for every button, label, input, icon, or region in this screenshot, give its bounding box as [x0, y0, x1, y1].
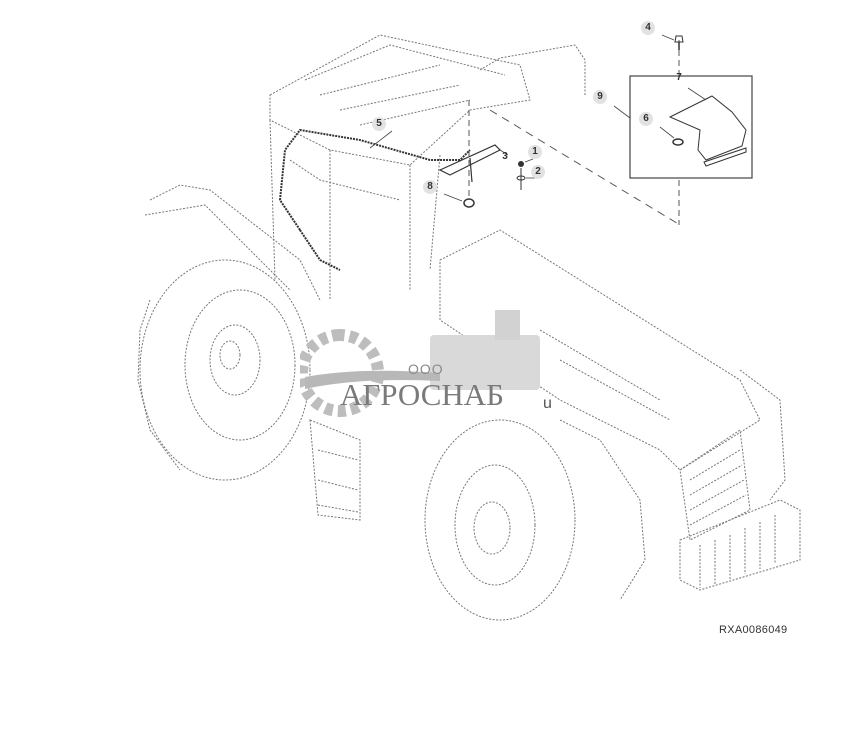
callout-1: 1: [528, 145, 542, 159]
callout-4: 4: [641, 21, 655, 35]
callout-3: 3: [502, 151, 508, 162]
callout-8: 8: [423, 180, 437, 194]
figure-id: RXA0086049: [719, 624, 788, 636]
watermark-name: АГРОСНАБ: [340, 377, 504, 412]
gear-harvester-icon: [296, 310, 540, 417]
callout-7: 7: [676, 72, 682, 83]
callout-5: 5: [372, 117, 386, 131]
watermark-prefix: ООО: [408, 361, 444, 377]
callout-6: 6: [639, 112, 653, 126]
watermark-logo: ООО АГРОСНАБ u: [296, 305, 570, 435]
callout-9: 9: [593, 90, 607, 104]
callout-2: 2: [531, 165, 545, 179]
watermark-suffix: u: [543, 395, 552, 412]
